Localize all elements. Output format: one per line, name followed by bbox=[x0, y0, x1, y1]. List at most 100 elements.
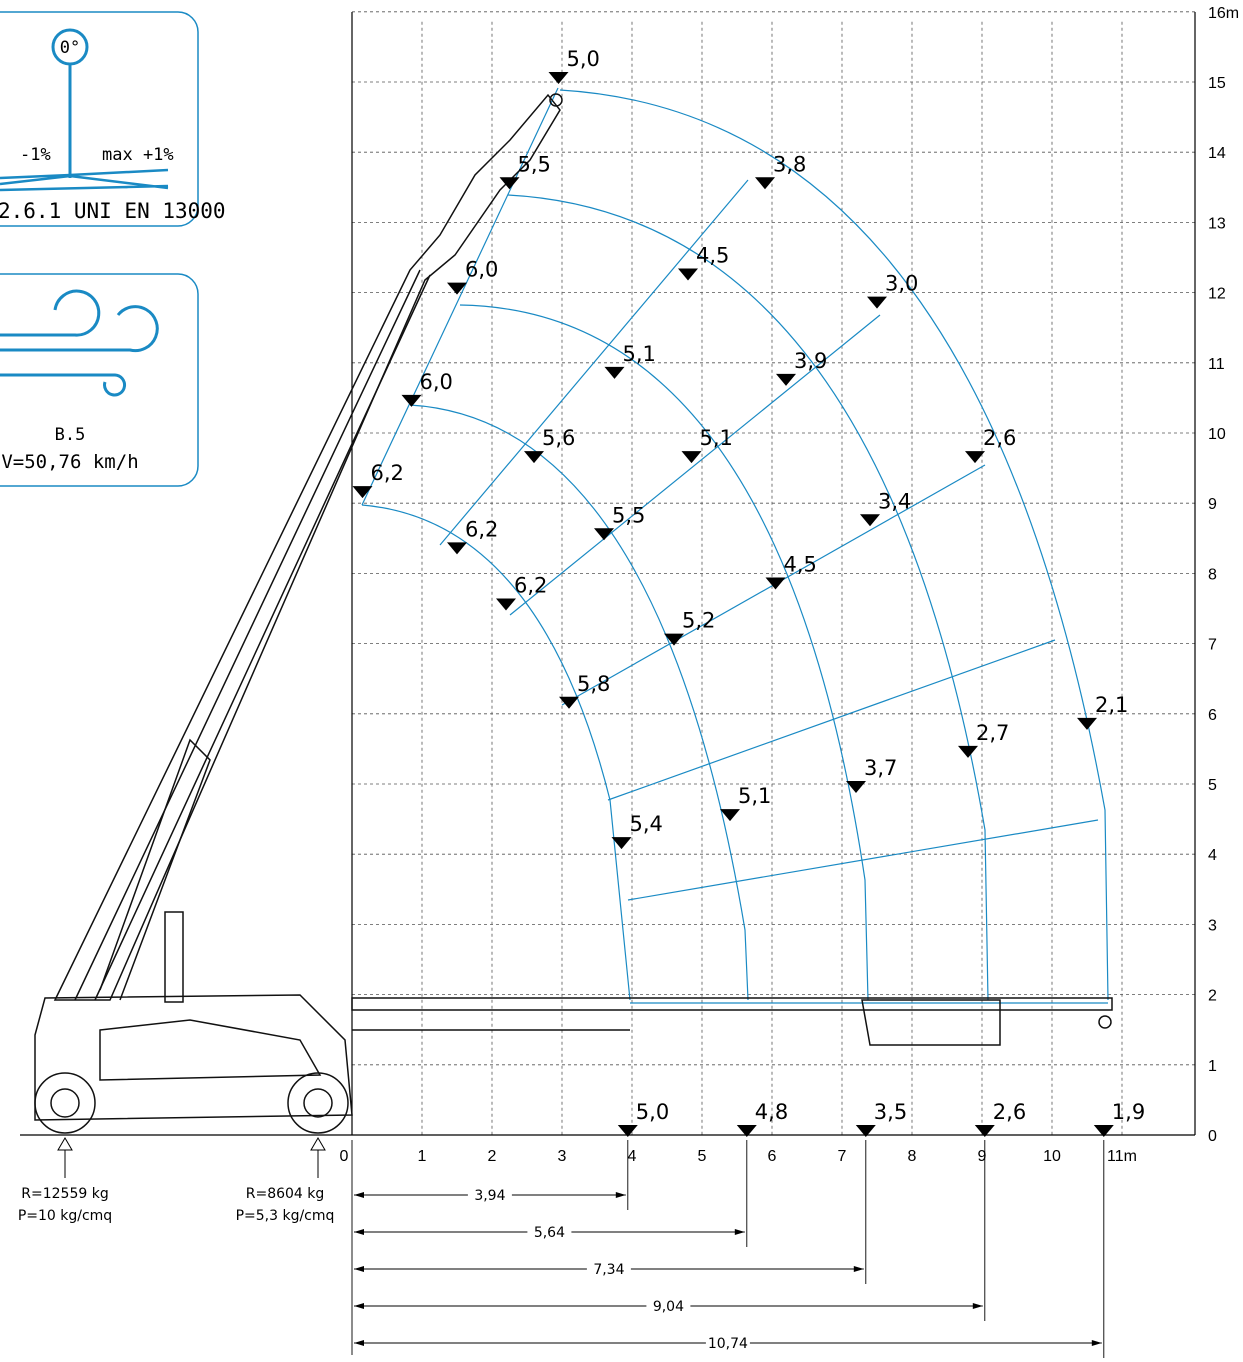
load-marker bbox=[720, 809, 740, 822]
y-tick-label: 1 bbox=[1208, 1058, 1217, 1075]
y-tick-label: 9 bbox=[1208, 496, 1217, 513]
crane-body bbox=[34, 994, 353, 1121]
envelope-radial-2 bbox=[439, 179, 749, 546]
load-label: 2,1 bbox=[1095, 693, 1128, 717]
envelope-radial-3 bbox=[509, 314, 881, 616]
load-label: 3,8 bbox=[773, 152, 806, 176]
dimension-arrow bbox=[615, 1192, 626, 1198]
dimension-label-bg bbox=[586, 1259, 631, 1277]
crane-boom bbox=[53, 93, 561, 1001]
dimension-arrow bbox=[972, 1303, 983, 1309]
load-marker bbox=[1077, 717, 1097, 730]
dimension-label-bg bbox=[467, 1185, 512, 1203]
load-marker bbox=[604, 366, 625, 379]
load-label: 5,0 bbox=[636, 1100, 669, 1124]
dimension-arrow bbox=[734, 1229, 745, 1235]
x-tick-label: 9 bbox=[978, 1148, 987, 1165]
load-label: 6,2 bbox=[514, 574, 547, 598]
crane-wheel-front bbox=[34, 1072, 96, 1134]
load-marker bbox=[958, 745, 978, 758]
level-angle: 0° bbox=[60, 38, 80, 58]
level-right: max +1% bbox=[102, 145, 174, 165]
hook-icon-top bbox=[549, 93, 563, 107]
x-tick-label: 2 bbox=[488, 1148, 497, 1165]
dimension-label-bg bbox=[705, 1333, 750, 1351]
load-marker bbox=[1093, 1125, 1114, 1137]
dimension-arrow bbox=[354, 1340, 364, 1346]
load-marker bbox=[678, 268, 698, 281]
reaction-rear-p: P=5,3 kg/cmq bbox=[236, 1208, 335, 1224]
load-label: 4,8 bbox=[755, 1100, 788, 1124]
y-tick-label: 14 bbox=[1208, 145, 1226, 162]
crane-strut bbox=[99, 738, 211, 1001]
reaction-arrows bbox=[57, 1137, 326, 1178]
envelope-radial-1 bbox=[361, 87, 559, 506]
dimension-label: 5,64 bbox=[534, 1225, 565, 1241]
y-tick-label: 10 bbox=[1208, 426, 1226, 443]
dimension-label-bg bbox=[527, 1222, 572, 1240]
hook-icon bbox=[1098, 1015, 1112, 1029]
crane-wheel-rear bbox=[287, 1072, 349, 1134]
envelope-arc-5 bbox=[559, 89, 1109, 1001]
load-label: 6,2 bbox=[465, 517, 498, 541]
dimension-arrow bbox=[853, 1266, 864, 1272]
crane-boom-inner bbox=[74, 269, 431, 1001]
load-marker bbox=[755, 177, 775, 190]
grid bbox=[352, 11, 1195, 1135]
load-envelope bbox=[361, 87, 1109, 1004]
x-tick-label: 6 bbox=[768, 1148, 777, 1165]
level-standard: 2.6.1 UNI EN 13000 bbox=[0, 199, 226, 223]
dimension-label: 7,34 bbox=[593, 1262, 624, 1278]
load-marker bbox=[965, 451, 985, 464]
load-marker bbox=[524, 451, 544, 464]
x-tick-label: 4 bbox=[628, 1148, 637, 1165]
reaction-rear-r: R=8604 kg bbox=[246, 1186, 325, 1202]
load-label: 5,6 bbox=[542, 426, 575, 450]
load-label: 2,6 bbox=[993, 1100, 1026, 1124]
load-marker bbox=[611, 837, 632, 850]
dimension-label-bg bbox=[646, 1296, 691, 1314]
envelope-arc-3 bbox=[459, 304, 869, 1001]
load-label: 5,1 bbox=[700, 426, 733, 450]
crane-cylinder bbox=[164, 911, 184, 1003]
y-tick-label: 8 bbox=[1208, 566, 1217, 583]
horizontal-boom bbox=[351, 997, 1113, 1011]
crane-illustration bbox=[34, 93, 1113, 1134]
load-marker bbox=[617, 1125, 638, 1137]
load-marker bbox=[776, 373, 796, 386]
load-label: 4,5 bbox=[696, 244, 729, 268]
load-label: 5,1 bbox=[738, 784, 771, 808]
x-tick-label: 5 bbox=[698, 1148, 707, 1165]
envelope-arc-2 bbox=[409, 404, 749, 1001]
load-label: 2,7 bbox=[976, 721, 1009, 745]
load-marker bbox=[496, 598, 516, 611]
load-label: 2,6 bbox=[983, 426, 1016, 450]
load-label: 3,7 bbox=[864, 756, 897, 780]
x-tick-label: 7 bbox=[838, 1148, 847, 1165]
y-tick-label: 4 bbox=[1208, 847, 1217, 864]
wind-icon bbox=[0, 289, 159, 397]
load-label: 5,5 bbox=[518, 152, 551, 176]
load-marker bbox=[401, 394, 422, 407]
y-tick-label: 16m bbox=[1208, 5, 1239, 22]
level-left: -1% bbox=[20, 145, 51, 165]
dimension-label: 9,04 bbox=[653, 1299, 684, 1315]
x-tick-label: 3 bbox=[558, 1148, 567, 1165]
load-marker bbox=[594, 528, 614, 541]
load-label: 3,0 bbox=[885, 272, 918, 296]
load-marker bbox=[499, 177, 520, 190]
load-label: 5,4 bbox=[630, 812, 663, 836]
reaction-front-p: P=10 kg/cmq bbox=[18, 1208, 112, 1224]
y-tick-label: 6 bbox=[1208, 707, 1217, 724]
envelope-radial-5 bbox=[607, 639, 1056, 801]
load-label: 3,4 bbox=[878, 489, 911, 513]
reaction-front-r: R=12559 kg bbox=[21, 1186, 108, 1202]
envelope-radial-6 bbox=[627, 819, 1099, 901]
x-tick-label: 11m bbox=[1107, 1148, 1137, 1165]
load-label: 5,2 bbox=[682, 609, 715, 633]
dimension-arrow bbox=[354, 1229, 364, 1235]
dimension-arrow bbox=[354, 1303, 364, 1309]
